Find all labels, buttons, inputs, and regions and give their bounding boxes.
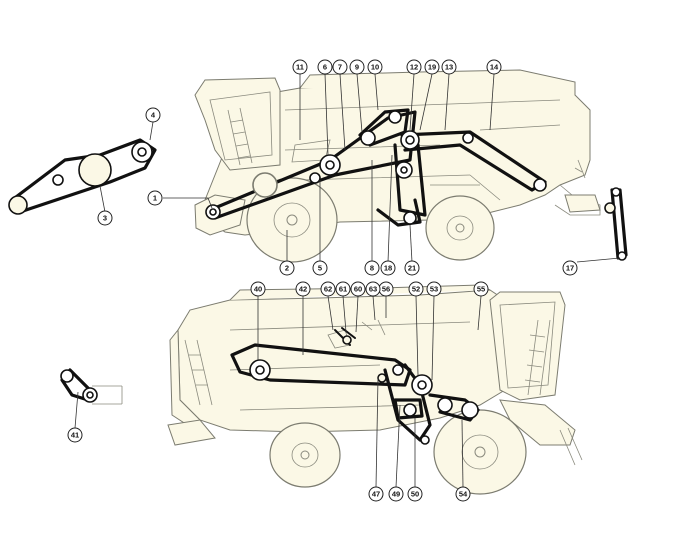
svg-text:8: 8	[370, 264, 374, 273]
front-wheel-bottom	[433, 409, 527, 495]
callout-61: 61	[335, 281, 351, 297]
svg-text:9: 9	[355, 63, 359, 72]
svg-text:62: 62	[324, 285, 332, 294]
callout-41: 41	[67, 427, 83, 443]
callout-13: 13	[441, 59, 457, 75]
svg-text:63: 63	[369, 285, 377, 294]
rear-wheel-bottom	[269, 422, 341, 488]
callout-7: 7	[332, 59, 348, 75]
callout-49: 49	[388, 486, 404, 502]
svg-text:6: 6	[323, 63, 327, 72]
callout-9: 9	[349, 59, 365, 75]
svg-text:10: 10	[371, 63, 379, 72]
svg-text:52: 52	[412, 285, 420, 294]
svg-text:53: 53	[430, 285, 438, 294]
callout-19: 19	[424, 59, 440, 75]
svg-text:21: 21	[408, 264, 416, 273]
svg-text:41: 41	[71, 431, 79, 440]
svg-text:55: 55	[477, 285, 485, 294]
callout-11: 11	[292, 59, 308, 75]
svg-text:50: 50	[411, 490, 419, 499]
callout-47: 47	[368, 486, 384, 502]
callout-3: 3	[97, 210, 113, 226]
svg-text:14: 14	[490, 63, 499, 72]
callout-17: 17	[562, 260, 578, 276]
svg-text:49: 49	[392, 490, 400, 499]
svg-text:12: 12	[410, 63, 418, 72]
svg-text:1: 1	[153, 194, 157, 203]
callout-63: 63	[365, 281, 381, 297]
svg-text:42: 42	[299, 285, 307, 294]
svg-text:7: 7	[338, 63, 342, 72]
callout-6: 6	[317, 59, 333, 75]
svg-text:47: 47	[372, 490, 380, 499]
callout-62: 62	[320, 281, 336, 297]
callout-5: 5	[312, 260, 328, 276]
bottom-combine-body	[167, 284, 583, 495]
top-belt-drives	[205, 108, 547, 227]
svg-text:54: 54	[459, 490, 468, 499]
svg-text:60: 60	[354, 285, 362, 294]
callout-54: 54	[455, 486, 471, 502]
rear-wheel-top	[425, 195, 495, 261]
svg-text:4: 4	[151, 111, 156, 120]
svg-text:40: 40	[254, 285, 262, 294]
svg-text:3: 3	[103, 214, 107, 223]
callout-21: 21	[404, 260, 420, 276]
svg-text:61: 61	[339, 285, 347, 294]
leader-lines	[74, 73, 621, 488]
callout-60: 60	[350, 281, 366, 297]
svg-text:5: 5	[318, 264, 322, 273]
svg-text:13: 13	[445, 63, 453, 72]
callout-18: 18	[380, 260, 396, 276]
callout-1: 1	[147, 190, 163, 206]
callout-42: 42	[295, 281, 311, 297]
callout-56: 56	[378, 281, 394, 297]
callout-52: 52	[408, 281, 424, 297]
bottom-belt-drives	[230, 343, 480, 445]
svg-text:2: 2	[285, 264, 289, 273]
detached-belt-17	[604, 187, 628, 261]
detached-belt-41	[60, 368, 123, 405]
callout-12: 12	[406, 59, 422, 75]
callout-50: 50	[407, 486, 423, 502]
callout-8: 8	[364, 260, 380, 276]
callout-4: 4	[145, 107, 161, 123]
callouts: 1 2 3 4 5 6 7 8 9 10 11 12 13 14 17 18 1…	[67, 59, 578, 502]
svg-text:17: 17	[566, 264, 574, 273]
svg-text:18: 18	[384, 264, 392, 273]
callout-55: 55	[473, 281, 489, 297]
detached-belt-3-4	[8, 138, 157, 215]
svg-text:11: 11	[296, 63, 304, 72]
callout-2: 2	[279, 260, 295, 276]
svg-text:56: 56	[382, 285, 390, 294]
svg-text:19: 19	[428, 63, 436, 72]
callout-10: 10	[367, 59, 383, 75]
callout-40: 40	[250, 281, 266, 297]
callout-14: 14	[486, 59, 502, 75]
callout-53: 53	[426, 281, 442, 297]
